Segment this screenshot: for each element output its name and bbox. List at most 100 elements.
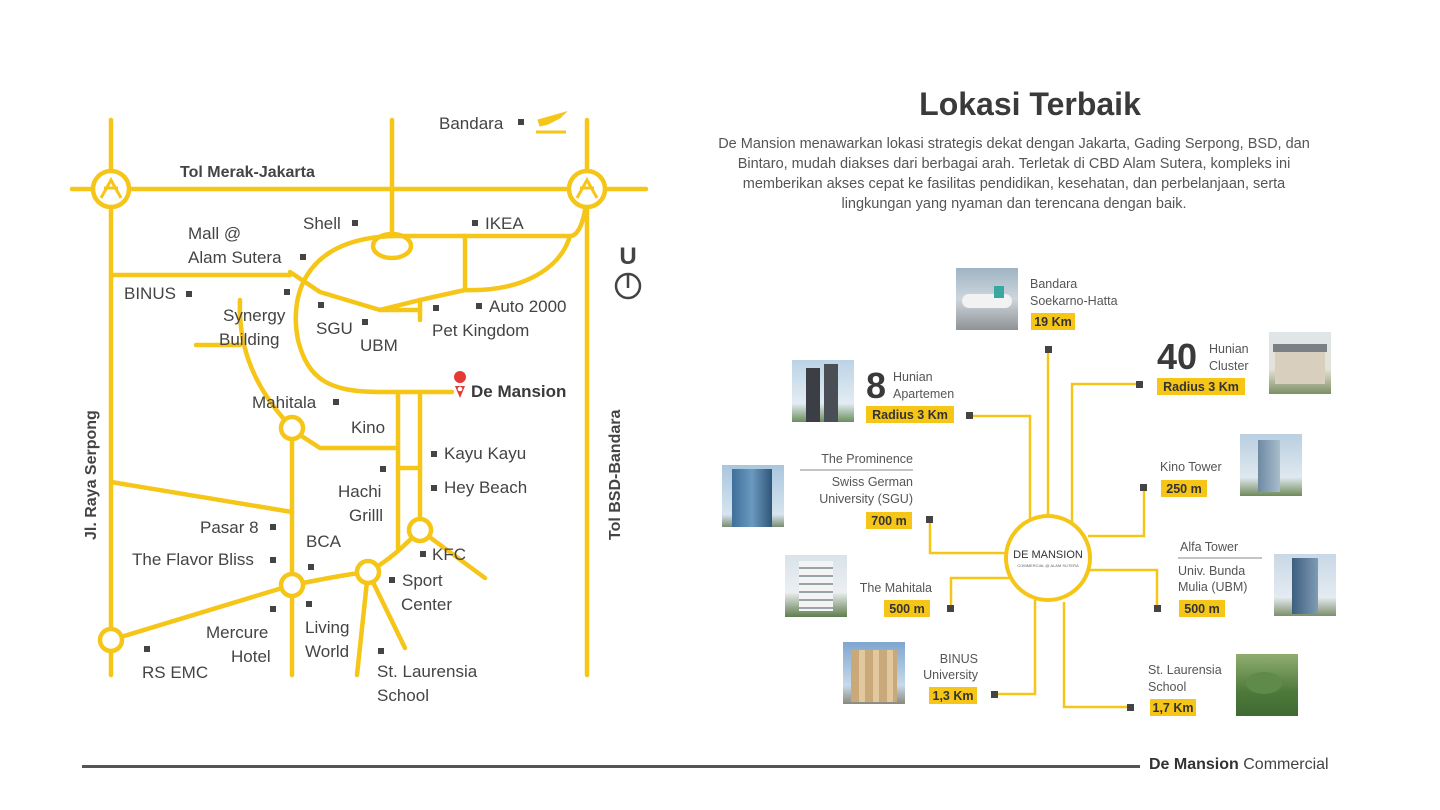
- poi-label: World: [305, 642, 349, 661]
- poi-label: Synergy: [223, 306, 286, 325]
- poi-label: UBM: [360, 336, 398, 355]
- poi-label: Building: [219, 330, 280, 349]
- page-title: Lokasi Terbaik: [919, 86, 1141, 122]
- target-label: De Mansion: [471, 382, 566, 401]
- svg-text:Univ. Bunda: Univ. Bunda: [1178, 564, 1245, 578]
- poi-label: BINUS: [124, 284, 176, 303]
- footer-divider: [82, 765, 1140, 768]
- svg-text:Apartemen: Apartemen: [893, 387, 954, 401]
- svg-text:Hunian: Hunian: [893, 370, 933, 384]
- poi-label: RS EMC: [142, 663, 208, 682]
- poi-label: IKEA: [485, 214, 524, 233]
- svg-text:BINUS: BINUS: [940, 652, 978, 666]
- toll-gate-icon: [566, 168, 608, 210]
- poi-label: Auto 2000: [489, 297, 567, 316]
- destination-binus: BINUS University 1,3 Km: [923, 652, 979, 704]
- footer-brand-name: De Mansion: [1149, 756, 1239, 773]
- toll-gate-icon: [90, 168, 132, 210]
- airplane-icon: [536, 110, 568, 134]
- poi-label: Mercure: [206, 623, 268, 642]
- poi-label: Pet Kingdom: [432, 321, 529, 340]
- poi-label: Kino: [351, 418, 385, 437]
- svg-text:Kino Tower: Kino Tower: [1160, 460, 1222, 474]
- connector-lines: [928, 350, 1159, 709]
- north-compass-icon: [614, 272, 642, 300]
- svg-text:University (SGU): University (SGU): [819, 492, 913, 506]
- svg-text:Swiss German: Swiss German: [832, 475, 913, 489]
- distance-badge: 1,3 Km: [933, 689, 974, 703]
- binus-photo: [843, 642, 905, 704]
- poi-label: BCA: [306, 532, 342, 551]
- poi-label: St. Laurensia: [377, 662, 478, 681]
- poi-label: Living: [305, 618, 349, 637]
- svg-text:The Mahitala: The Mahitala: [860, 581, 932, 595]
- poi-label: Bandara: [439, 114, 504, 133]
- svg-text:40: 40: [1157, 336, 1197, 377]
- road-label-tol-merak: Tol Merak-Jakarta: [180, 164, 315, 181]
- destination-sgu: The Prominence Swiss German University (…: [819, 452, 913, 529]
- st-laurensia-photo: [1236, 654, 1298, 716]
- distance-badge: Radius 3 Km: [1163, 380, 1239, 394]
- distance-badge: 500 m: [1184, 602, 1219, 616]
- footer-brand: De Mansion Commercial: [1149, 756, 1329, 774]
- apartment-photo: [792, 360, 854, 422]
- destination-ubm: Alfa Tower Univ. Bunda Mulia (UBM) 500 m: [1178, 540, 1247, 617]
- map-roads: [69, 117, 649, 678]
- poi-label: School: [377, 686, 429, 705]
- svg-text:University: University: [923, 668, 979, 682]
- svg-text:Mulia (UBM): Mulia (UBM): [1178, 580, 1247, 594]
- prominence-photo: [722, 465, 784, 527]
- road-label-tol-bsd: Tol BSD-Bandara: [607, 410, 624, 540]
- distance-badge: 19 Km: [1034, 315, 1072, 329]
- poi-label: Kayu Kayu: [444, 444, 526, 463]
- poi-label: Hey Beach: [444, 478, 527, 497]
- svg-text:Alfa Tower: Alfa Tower: [1180, 540, 1238, 554]
- poi-label: Shell: [303, 214, 341, 233]
- svg-text:Hunian: Hunian: [1209, 342, 1249, 356]
- distance-badge: 500 m: [889, 602, 924, 616]
- endpoint-markers: [926, 346, 1161, 711]
- destination-mahitala: The Mahitala 500 m: [860, 581, 932, 617]
- svg-text:St. Laurensia: St. Laurensia: [1148, 663, 1222, 677]
- de-mansion-hub: DE MANSION COMMERCIAL @ ALAM SUTERA: [1004, 514, 1092, 602]
- location-map: Tol Merak-Jakarta Jl. Raya Serpong Tol B…: [69, 110, 649, 705]
- svg-text:8: 8: [866, 365, 886, 406]
- poi-label: The Flavor Bliss: [132, 550, 254, 569]
- poi-label: Center: [401, 595, 452, 614]
- poi-label: Mahitala: [252, 393, 317, 412]
- north-label: U: [619, 243, 636, 270]
- hub-logo-text: DE MANSION: [1013, 549, 1083, 561]
- kino-tower-photo: [1240, 434, 1302, 496]
- mahitala-photo: [785, 555, 847, 617]
- hub-logo-subtext: COMMERCIAL @ ALAM SUTERA: [1017, 563, 1079, 568]
- svg-text:The Prominence: The Prominence: [821, 452, 913, 466]
- poi-label: Mall @: [188, 224, 241, 243]
- distance-badge: 250 m: [1166, 482, 1201, 496]
- cluster-house-photo: [1269, 332, 1331, 394]
- svg-text:School: School: [1148, 680, 1186, 694]
- poi-label: Grilll: [349, 506, 383, 525]
- destination-bandara: Bandara Soekarno-Hatta 19 Km: [1030, 277, 1118, 330]
- poi-label: Hotel: [231, 647, 271, 666]
- destination-apartemen: 8 Hunian Apartemen Radius 3 Km: [866, 365, 954, 423]
- airport-photo: [956, 268, 1018, 330]
- poi-label: Alam Sutera: [188, 248, 282, 267]
- distance-badge: 700 m: [871, 514, 906, 528]
- distance-badge: Radius 3 Km: [872, 408, 948, 422]
- page-description: De Mansion menawarkan lokasi strategis d…: [718, 136, 1310, 212]
- destination-cluster: 40 Hunian Cluster Radius 3 Km: [1157, 336, 1249, 395]
- destination-kino-tower: Kino Tower 250 m: [1160, 460, 1222, 497]
- destination-st-laurensia: St. Laurensia School 1,7 Km: [1148, 663, 1222, 716]
- svg-text:Cluster: Cluster: [1209, 359, 1249, 373]
- road-label-serpong: Jl. Raya Serpong: [83, 410, 100, 540]
- poi-label: Pasar 8: [200, 518, 259, 537]
- location-pin-icon: [454, 371, 467, 398]
- footer-brand-suffix: Commercial: [1243, 756, 1329, 773]
- svg-text:Soekarno-Hatta: Soekarno-Hatta: [1030, 294, 1118, 308]
- distance-badge: 1,7 Km: [1153, 701, 1194, 715]
- poi-label: Hachi: [338, 482, 381, 501]
- poi-label: KFC: [432, 545, 466, 564]
- alfa-tower-photo: [1274, 554, 1336, 616]
- poi-label: SGU: [316, 319, 353, 338]
